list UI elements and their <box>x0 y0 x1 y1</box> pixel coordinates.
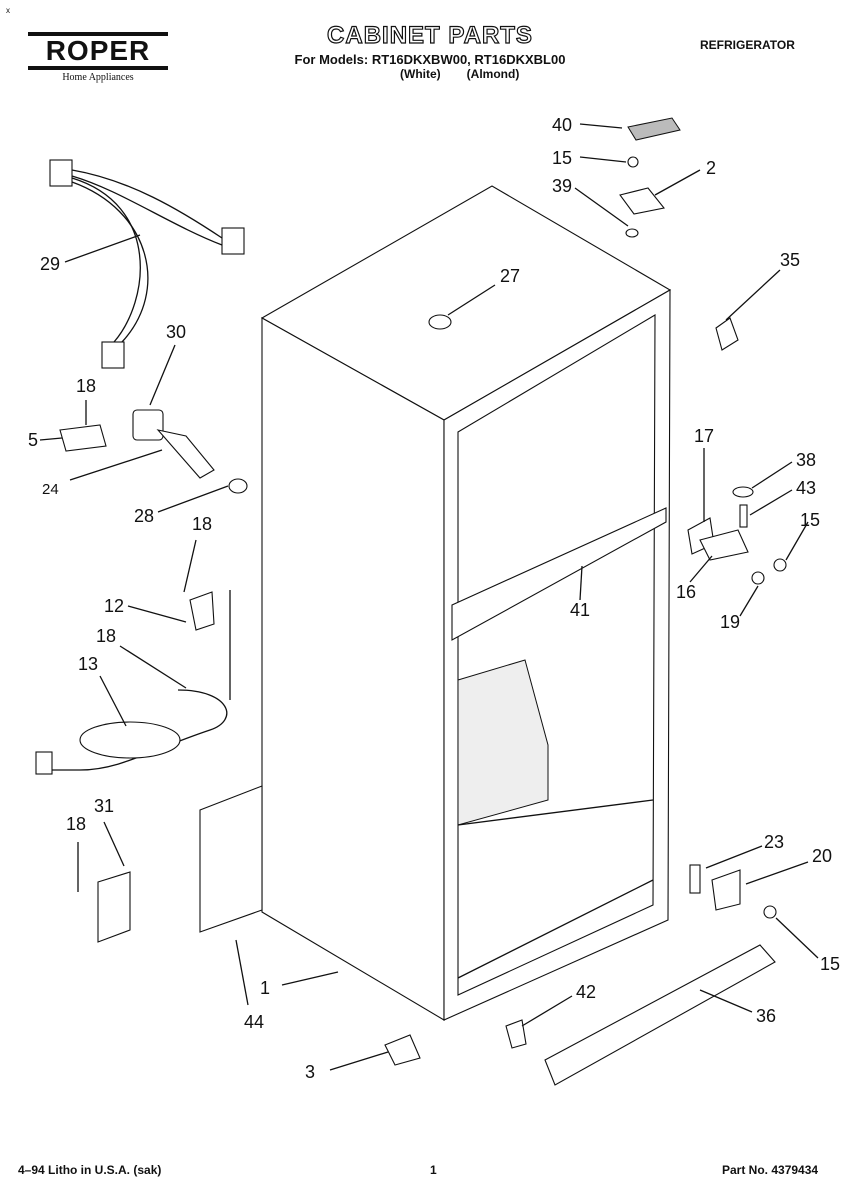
wiring-harness-icon <box>49 159 245 369</box>
callout-18: 18 <box>96 626 116 646</box>
screw-icon <box>627 156 639 168</box>
power-cord-icon <box>40 689 228 771</box>
hinge-icon <box>699 529 749 561</box>
part-number: Part No. 4379434 <box>722 1163 819 1177</box>
models-line: For Models: RT16DKXBW00, RT16DKXBL00 <box>294 52 566 67</box>
callout-30: 30 <box>166 322 186 342</box>
logo-bar-top <box>28 32 168 36</box>
bracket-icon <box>715 317 739 351</box>
screw-icon <box>773 558 787 572</box>
hinge-cover-icon <box>627 117 681 141</box>
corner-mark: x <box>6 6 10 15</box>
bottom-parts <box>384 944 776 1086</box>
callout-35: 35 <box>780 250 800 270</box>
cover-icon <box>97 871 131 943</box>
callout-38: 38 <box>796 450 816 470</box>
callout-15: 15 <box>552 148 572 168</box>
washer-icon <box>228 478 248 494</box>
callout-39: 39 <box>552 176 572 196</box>
callout-12: 12 <box>104 596 124 616</box>
logo-bar-bottom <box>28 66 168 70</box>
callout-27: 27 <box>500 266 520 286</box>
clip-icon <box>59 424 107 452</box>
callout-42: 42 <box>576 982 596 1002</box>
brand-tagline: Home Appliances <box>62 72 134 83</box>
callout-23: 23 <box>764 832 784 852</box>
left-side-parts <box>35 409 263 943</box>
roper-logo: ROPER Home Appliances <box>28 30 168 83</box>
variant-almond: (Almond) <box>466 67 520 81</box>
callout-15: 15 <box>800 510 820 530</box>
grommet-icon <box>132 409 164 441</box>
roller-icon <box>384 1034 421 1066</box>
callout-28: 28 <box>134 506 154 526</box>
callout-16: 16 <box>676 582 696 602</box>
callout-18: 18 <box>76 376 96 396</box>
callout-15: 15 <box>820 954 840 974</box>
callout-36: 36 <box>756 1006 776 1026</box>
screw-icon <box>751 571 765 585</box>
screw-icon <box>763 905 777 919</box>
callout-labels: 40 15 2 39 35 27 29 30 18 5 24 28 18 12 … <box>28 115 840 1082</box>
color-variants: (White) (Almond) <box>400 67 600 81</box>
callout-43: 43 <box>796 478 816 498</box>
callout-41: 41 <box>570 600 590 620</box>
drain-tube-icon <box>156 429 215 479</box>
callout-31: 31 <box>94 796 114 816</box>
hinge-icon <box>619 187 665 215</box>
print-info: 4–94 Litho in U.S.A. (sak) <box>18 1163 162 1177</box>
page-number: 1 <box>430 1163 437 1177</box>
callout-20: 20 <box>812 846 832 866</box>
callout-29: 29 <box>40 254 60 274</box>
callout-40: 40 <box>552 115 572 135</box>
top-hinge-parts <box>428 117 739 351</box>
leader-lines <box>39 123 819 1071</box>
washer-icon <box>732 486 754 498</box>
shim-icon <box>625 228 639 238</box>
variant-white: (White) <box>400 67 441 81</box>
callout-24: 24 <box>42 481 59 498</box>
callout-19: 19 <box>720 612 740 632</box>
brand-name: ROPER <box>45 35 151 66</box>
appliance-category: REFRIGERATOR <box>700 38 795 52</box>
callout-18: 18 <box>66 814 86 834</box>
callout-18: 18 <box>192 514 212 534</box>
callout-2: 2 <box>706 158 716 178</box>
side-panel-icon <box>199 785 263 933</box>
callout-13: 13 <box>78 654 98 674</box>
plug-icon <box>428 314 452 330</box>
callout-1: 1 <box>260 978 270 998</box>
callout-17: 17 <box>694 426 714 446</box>
bracket-icon <box>189 591 215 631</box>
right-side-parts <box>687 486 787 919</box>
refrigerator-cabinet-icon <box>260 185 672 1021</box>
callout-44: 44 <box>244 1012 264 1032</box>
callout-3: 3 <box>305 1062 315 1082</box>
page-title: CABINET PARTS <box>326 21 533 49</box>
grille-icon <box>544 944 776 1086</box>
callout-5: 5 <box>28 430 38 450</box>
